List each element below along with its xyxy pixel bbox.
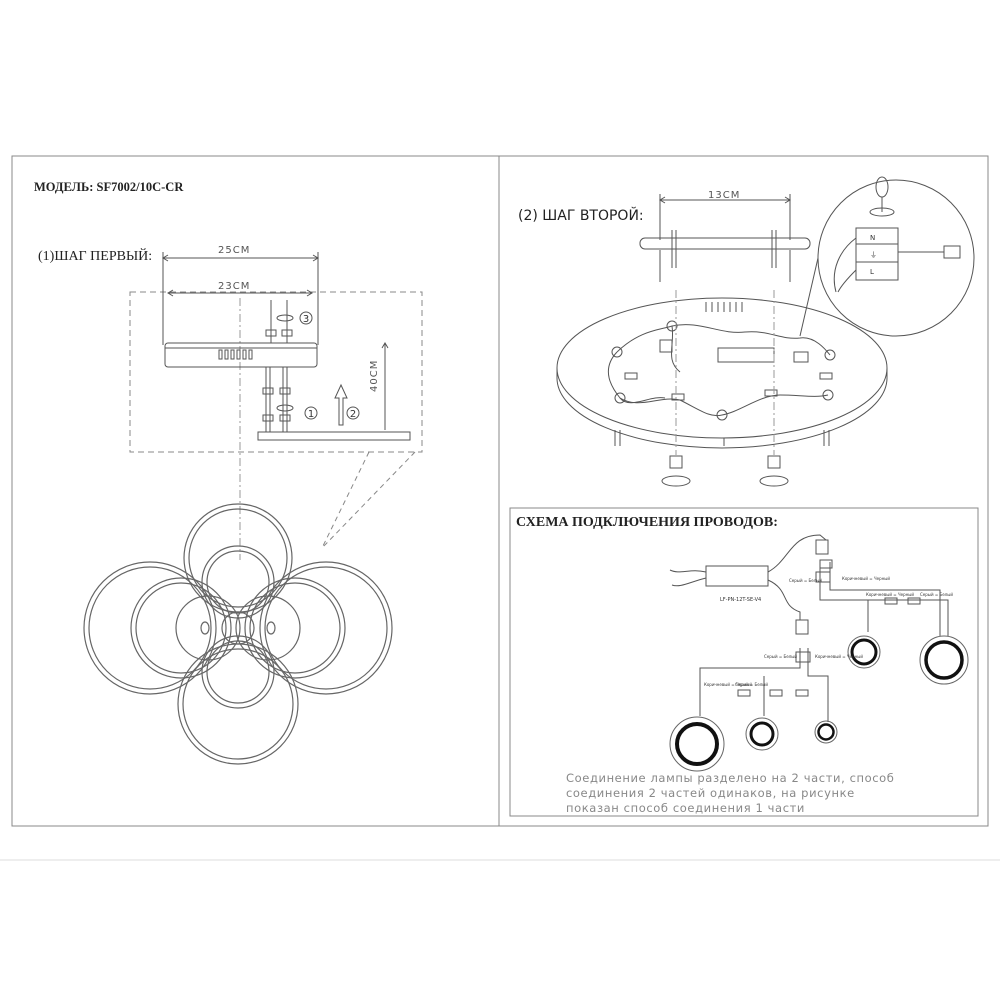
wiring-rings xyxy=(669,635,969,772)
dim-bracket-width: 13CM xyxy=(708,190,741,201)
marker-1: 1 xyxy=(308,409,314,420)
wire-label: Коричневый = Черный xyxy=(866,592,914,597)
wire-label: Серый = Белый xyxy=(764,654,797,659)
lamp-base-plate xyxy=(556,297,888,439)
dim-outer-width: 25CM xyxy=(218,245,251,256)
sheet-frame xyxy=(11,155,989,827)
step1-diagram xyxy=(129,252,423,560)
lamp-body-section xyxy=(257,431,411,441)
terminal-labels: N ⏚ L xyxy=(870,234,877,276)
zoom-box xyxy=(129,291,423,453)
wire-color-labels: Серый = Белый Коричневый = Черный Коричн… xyxy=(704,576,953,687)
dim-inner-width: 23CM xyxy=(218,281,251,292)
driver-box xyxy=(717,347,775,363)
ring-lamp xyxy=(83,503,393,765)
dim-drop-length: 40CM xyxy=(369,359,380,392)
terminal-label-n: N xyxy=(870,234,875,242)
wire-label: Серый = Белый xyxy=(789,578,822,583)
marker-2: 2 xyxy=(350,409,356,420)
mounting-bracket xyxy=(639,237,811,250)
marker-3: 3 xyxy=(303,314,309,325)
driver-model-label: LF-PN-12T-SE-V4 xyxy=(720,597,762,603)
wiring-note-line: соединения 2 частей одинаков, на рисунке xyxy=(566,786,855,800)
wiring-note-line: показан способ соединения 1 части xyxy=(566,801,805,815)
step2-title: (2) ШАГ ВТОРОЙ: xyxy=(518,208,644,224)
wire-label: Коричневый = Черный xyxy=(704,682,752,687)
wiring-panel xyxy=(509,507,979,817)
step-markers: 3 1 2 xyxy=(303,314,356,420)
body-vents xyxy=(705,302,743,312)
terminal-label-ground: ⏚ xyxy=(870,251,877,259)
vent-slots xyxy=(218,349,253,360)
wire-label: Коричневый = Черный xyxy=(815,654,863,659)
wiring-title: СХЕМА ПОДКЛЮЧЕНИЯ ПРОВОДОВ: xyxy=(516,515,778,530)
wire-label: Коричневый = Черный xyxy=(842,576,890,581)
step1-title: (1)ШАГ ПЕРВЫЙ: xyxy=(38,249,153,264)
wire-label: Серый = Белый xyxy=(920,592,953,597)
terminal-block xyxy=(855,227,899,281)
wire-label: Серый = Белый xyxy=(735,682,768,687)
step2-diagram xyxy=(556,176,975,487)
canopy-plate xyxy=(164,342,318,368)
wiring-note-line: Соединение лампы разделено на 2 части, с… xyxy=(566,771,895,785)
terminal-label-l: L xyxy=(870,268,874,276)
model-label: МОДЕЛЬ: SF7002/10C-CR xyxy=(34,180,184,194)
wiring-driver xyxy=(705,565,769,587)
wiring-diagram xyxy=(669,534,949,722)
